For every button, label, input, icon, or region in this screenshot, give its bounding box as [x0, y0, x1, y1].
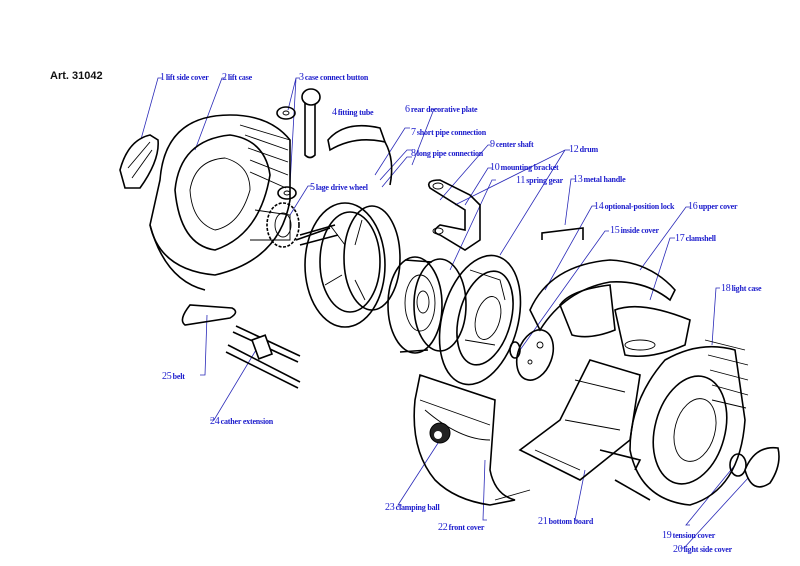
- label-part-12: 12drum: [569, 144, 598, 155]
- label-part-1: 1lift side cover: [160, 72, 209, 83]
- part-clamping-ball: [429, 422, 451, 444]
- part-position-lock: [509, 329, 555, 381]
- part-front-cover: [413, 373, 531, 506]
- label-part-15: 15inside cover: [610, 225, 659, 236]
- part-drive-wheel: [266, 202, 331, 248]
- part-light-side-cover: [744, 446, 780, 488]
- label-part-11: 11spring gear: [516, 175, 563, 186]
- label-part-22: 22front cover: [438, 522, 485, 533]
- label-part-7: 7short pipe connection: [411, 127, 486, 138]
- part-fitting-tube: [301, 88, 321, 159]
- label-part-13: 13metal handle: [573, 174, 626, 185]
- part-upper-cover: [529, 259, 676, 338]
- leader-lines: [137, 77, 761, 549]
- part-lift-side-cover: [119, 134, 159, 189]
- part-mounting-bracket: [427, 179, 481, 251]
- label-part-3: 3case connect button: [299, 72, 369, 83]
- label-part-16: 16upper cover: [688, 201, 738, 212]
- label-part-2: 2lift case: [222, 72, 253, 83]
- label-part-25: 25belt: [162, 371, 185, 382]
- label-part-24: 24cather extension: [210, 416, 274, 427]
- label-part-5: 5lage drive wheel: [310, 182, 368, 193]
- part-tension-cover: [729, 453, 747, 477]
- label-part-6: 6rear decorative plate: [405, 104, 478, 115]
- part-bottom-board: [518, 359, 642, 481]
- label-part-18: 18light case: [721, 283, 762, 294]
- label-part-20: 20light side cover: [673, 544, 732, 555]
- part-case-connect-button: [276, 106, 297, 200]
- part-metal-handle: [541, 227, 584, 240]
- label-part-21: 21bottom board: [538, 516, 594, 527]
- label-part-19: 19tension cover: [662, 530, 716, 541]
- label-part-14: 14optional-position lock: [594, 201, 675, 212]
- article-number: Art. 31042: [50, 70, 103, 82]
- label-part-23: 23clamping ball: [385, 502, 440, 513]
- label-part-9: 9center shaft: [490, 139, 534, 150]
- label-part-8: 8long pipe connection: [411, 148, 484, 159]
- part-clamshell: [614, 305, 691, 358]
- label-part-17: 17clamshell: [675, 233, 716, 244]
- part-lift-case: [149, 114, 291, 291]
- part-cather-extension: [225, 325, 301, 389]
- part-rear-disk: [304, 202, 401, 328]
- part-light-case: [614, 339, 749, 506]
- part-belt: [181, 304, 237, 326]
- label-part-4: 4fitting tube: [332, 107, 374, 118]
- label-part-10: 10mounting bracket: [490, 162, 559, 173]
- part-rear-decorative-plate: [327, 124, 393, 186]
- part-drum: [438, 254, 522, 386]
